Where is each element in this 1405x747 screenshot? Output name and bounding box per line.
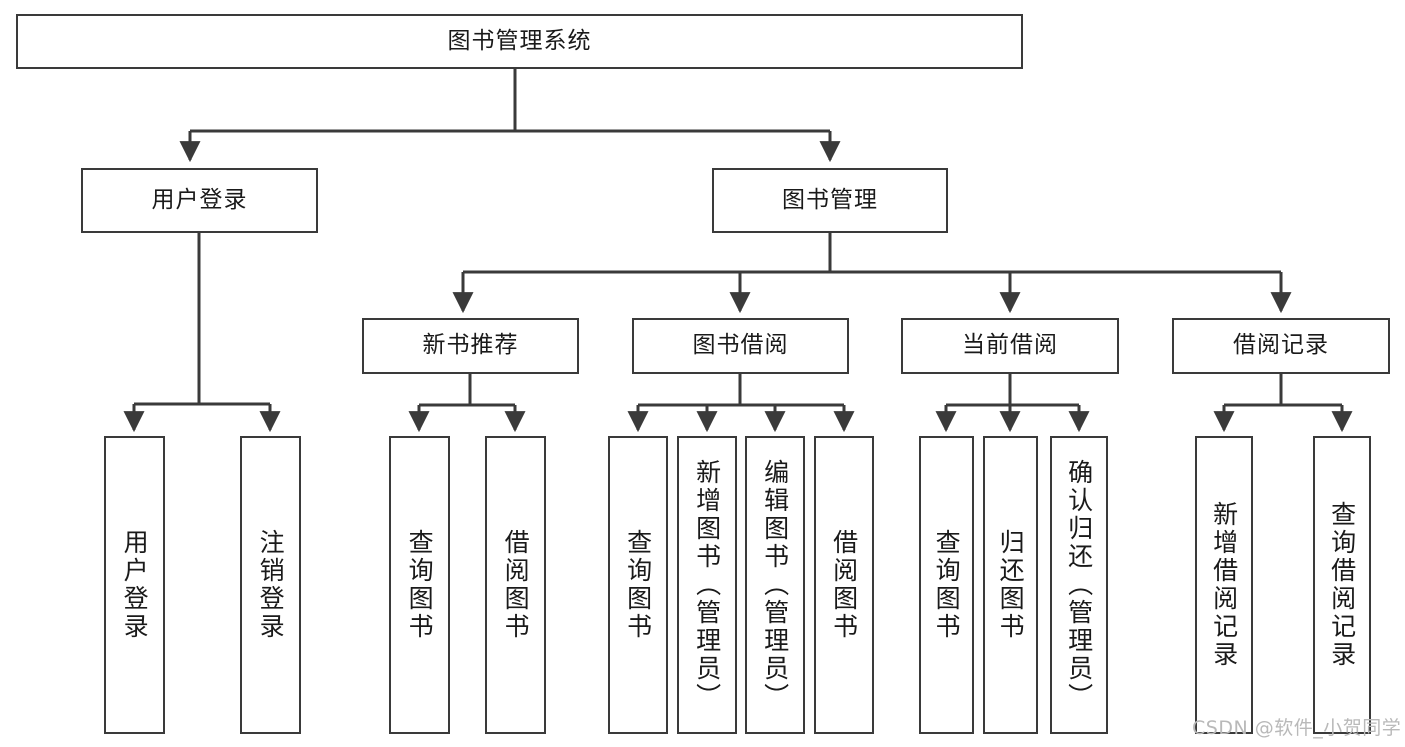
- leaf-label: 注销登录: [256, 529, 286, 641]
- node-book-borrow[interactable]: 图书借阅: [632, 318, 849, 374]
- leaf-label: 查询图书: [623, 529, 653, 641]
- leaf-new-book-borrow[interactable]: 借阅图书: [485, 436, 546, 734]
- node-new-book-recommend-label: 新书推荐: [422, 332, 519, 359]
- leaf-new-book-query[interactable]: 查询图书: [389, 436, 450, 734]
- leaf-label: 新增借阅记录: [1209, 501, 1239, 669]
- leaf-label: 借阅图书: [501, 529, 531, 641]
- leaf-current-return-book[interactable]: 归还图书: [983, 436, 1038, 734]
- leaf-label: 查询图书: [405, 529, 435, 641]
- node-user-login[interactable]: 用户登录: [81, 168, 318, 233]
- leaf-user-login-logout[interactable]: 注销登录: [240, 436, 301, 734]
- node-user-login-label: 用户登录: [151, 186, 248, 213]
- node-book-management[interactable]: 图书管理: [712, 168, 948, 233]
- watermark-text: CSDN @软件_小贺同学: [1192, 717, 1402, 739]
- leaf-current-confirm-return[interactable]: 确认归还（管理员）: [1050, 436, 1108, 734]
- node-current-borrow-label: 当前借阅: [962, 332, 1058, 359]
- leaf-label: 确认归还（管理员）: [1064, 459, 1094, 711]
- leaf-record-add[interactable]: 新增借阅记录: [1195, 436, 1253, 734]
- leaf-borrow-edit-book[interactable]: 编辑图书（管理员）: [745, 436, 805, 734]
- leaf-label: 借阅图书: [829, 529, 859, 641]
- node-root[interactable]: 图书管理系统: [16, 14, 1023, 69]
- leaf-borrow-query-book[interactable]: 查询图书: [608, 436, 668, 734]
- leaf-borrow-borrow-book[interactable]: 借阅图书: [814, 436, 874, 734]
- leaf-label: 查询借阅记录: [1327, 501, 1357, 669]
- leaf-label: 新增图书（管理员）: [692, 459, 722, 711]
- node-new-book-recommend[interactable]: 新书推荐: [362, 318, 579, 374]
- node-book-management-label: 图书管理: [782, 186, 878, 213]
- leaf-label: 归还图书: [996, 529, 1026, 641]
- leaf-label: 编辑图书（管理员）: [760, 459, 790, 711]
- leaf-borrow-add-book[interactable]: 新增图书（管理员）: [677, 436, 737, 734]
- node-book-borrow-label: 图书借阅: [692, 332, 789, 359]
- leaf-user-login-login[interactable]: 用户登录: [104, 436, 165, 734]
- node-root-label: 图书管理系统: [447, 27, 592, 54]
- node-borrow-record-label: 借阅记录: [1233, 332, 1329, 359]
- node-current-borrow[interactable]: 当前借阅: [901, 318, 1119, 374]
- leaf-label: 用户登录: [120, 529, 150, 641]
- leaf-record-query[interactable]: 查询借阅记录: [1313, 436, 1371, 734]
- node-borrow-record[interactable]: 借阅记录: [1172, 318, 1390, 374]
- leaf-current-query-book[interactable]: 查询图书: [919, 436, 974, 734]
- leaf-label: 查询图书: [932, 529, 962, 641]
